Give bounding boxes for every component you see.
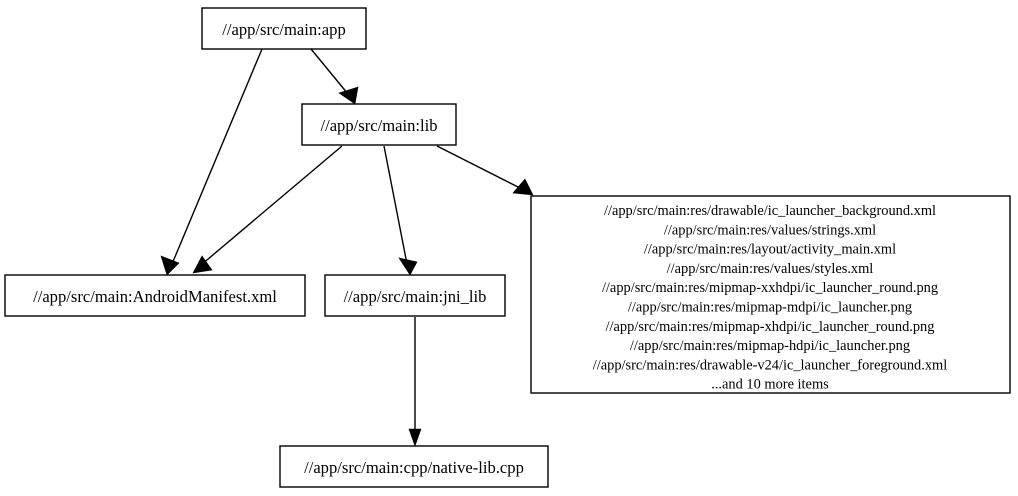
edges-layer: [160, 48, 534, 447]
node-label: //app/src/main:app: [222, 20, 346, 39]
arrowhead-icon: [512, 178, 534, 196]
node-label-line: //app/src/main:res/drawable/ic_launcher_…: [604, 203, 936, 219]
node-native_lib[interactable]: //app/src/main:cpp/native-lib.cpp: [279, 445, 549, 488]
node-label: //app/src/main:lib: [320, 116, 437, 135]
edge-lib-to-jni_lib: [383, 145, 418, 276]
arrowhead-icon: [160, 255, 180, 276]
nodes-layer: //app/src/main:app //app/src/main:lib //ap…: [4, 7, 1011, 488]
node-lib[interactable]: //app/src/main:lib: [301, 103, 457, 146]
edge-app-to-manifest: [160, 48, 263, 276]
node-label-line: //app/src/main:res/mipmap-hdpi/ic_launch…: [630, 338, 910, 354]
node-box[interactable]: [530, 195, 1011, 394]
edge-lib-to-manifest: [192, 145, 343, 274]
node-box[interactable]: [279, 445, 549, 488]
node-label-line: //app/src/main:res/layout/activity_main.…: [644, 242, 896, 258]
edge-line: [310, 48, 349, 95]
arrowhead-icon: [338, 86, 359, 105]
node-label-line: //app/src/main:res/mipmap-xhdpi/ic_launc…: [606, 319, 935, 335]
node-label: //app/src/main:jni_lib: [344, 287, 487, 306]
node-res_bundle[interactable]: //app/src/main:res/drawable/ic_launcher_…: [530, 195, 1011, 394]
edge-line: [171, 48, 263, 265]
node-label-line: //app/src/main:res/mipmap-xxhdpi/ic_laun…: [602, 280, 938, 296]
edge-jni_lib-to-native_lib: [408, 317, 422, 447]
arrowhead-icon: [398, 257, 418, 276]
edge-lib-to-res_bundle: [436, 145, 534, 196]
node-app[interactable]: //app/src/main:app: [201, 7, 367, 50]
edge-app-to-lib: [310, 48, 359, 105]
edge-line: [200, 145, 343, 266]
node-box[interactable]: [324, 274, 506, 317]
node-label-line: //app/src/main:res/values/styles.xml: [667, 261, 874, 277]
node-label-line: //app/src/main:res/mipmap-mdpi/ic_launch…: [628, 300, 912, 316]
edge-line: [436, 145, 525, 191]
node-label: //app/src/main:AndroidManifest.xml: [33, 287, 277, 306]
node-label-line: //app/src/main:res/drawable-v24/ic_launc…: [593, 357, 947, 373]
arrowhead-icon: [192, 255, 213, 274]
edge-line: [383, 145, 408, 265]
node-label-line: ...and 10 more items: [711, 377, 829, 393]
node-box[interactable]: [201, 7, 367, 50]
node-label-line: //app/src/main:res/values/strings.xml: [664, 222, 876, 238]
node-jni_lib[interactable]: //app/src/main:jni_lib: [324, 274, 506, 317]
node-label: //app/src/main:cpp/native-lib.cpp: [304, 458, 524, 477]
arrowhead-icon: [408, 428, 422, 447]
node-box[interactable]: [4, 274, 306, 317]
node-manifest[interactable]: //app/src/main:AndroidManifest.xml: [4, 274, 306, 317]
node-box[interactable]: [301, 103, 457, 146]
